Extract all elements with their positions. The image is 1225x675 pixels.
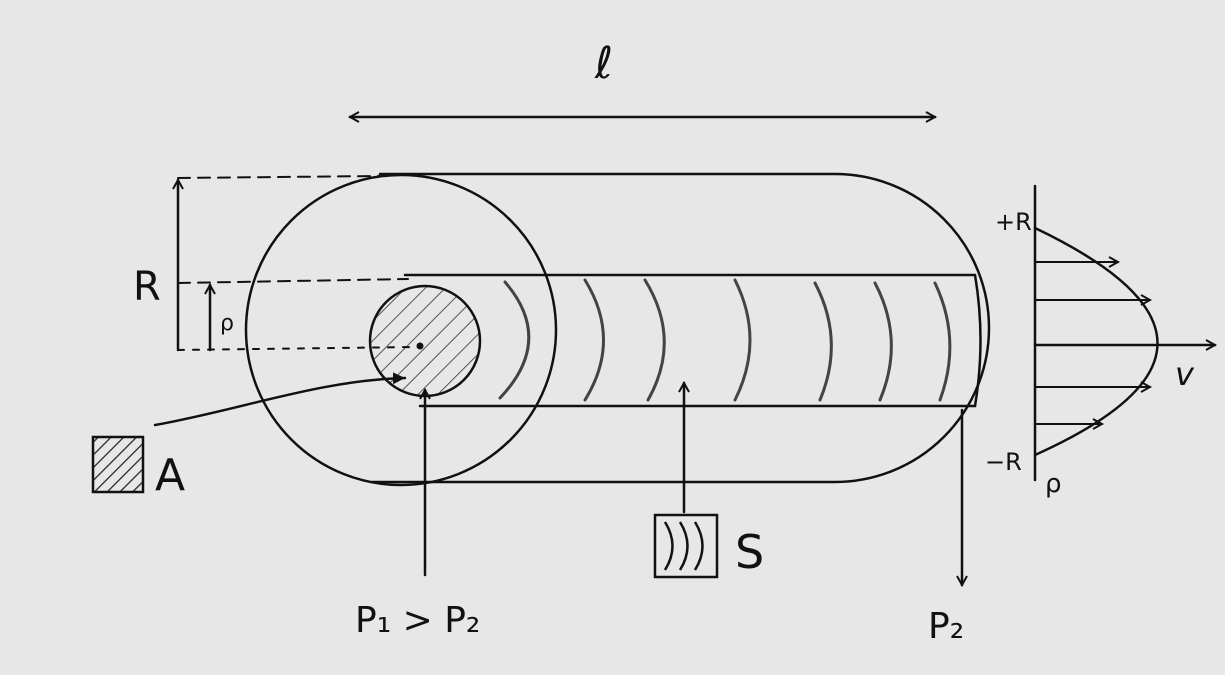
- parabolic-profile-curve: [1033, 226, 1159, 457]
- arc-lines-square-icon: [663, 521, 704, 571]
- lateral-surface-arcs: [498, 278, 952, 402]
- area-pointer: [153, 372, 407, 427]
- inlet-pressure: P₁ > P₂: [355, 390, 480, 641]
- hatched-square-icon: [91, 435, 145, 494]
- length-dimension: ℓ: [350, 38, 935, 117]
- center-dot: [416, 342, 424, 350]
- profile-v-label: v: [1175, 355, 1195, 393]
- radius-rho-dimension: ρ: [177, 278, 416, 352]
- profile-rho-label: ρ: [1045, 469, 1062, 499]
- outlet-pressure: P₂: [928, 408, 964, 647]
- velocity-profile: +R −R ρ v: [985, 184, 1215, 499]
- profile-bottom-label: −R: [985, 448, 1022, 476]
- radius-R-label: R: [133, 264, 161, 310]
- inner-cylinder: [403, 273, 982, 408]
- surface-legend-label: S: [735, 525, 764, 579]
- inlet-pressure-label: P₁ > P₂: [355, 600, 480, 641]
- outer-cross-section: [244, 173, 558, 487]
- length-label: ℓ: [594, 38, 613, 89]
- surface-legend: S: [653, 383, 764, 579]
- velocity-arrows: [1034, 262, 1150, 424]
- outer-cylinder: [244, 172, 991, 487]
- outlet-pressure-label: P₂: [928, 606, 964, 647]
- area-legend-label: A: [155, 450, 185, 501]
- area-legend: A: [91, 372, 407, 501]
- profile-top-label: +R: [995, 208, 1032, 236]
- radius-rho-label: ρ: [220, 311, 234, 336]
- radius-R-dimension: R: [133, 175, 381, 352]
